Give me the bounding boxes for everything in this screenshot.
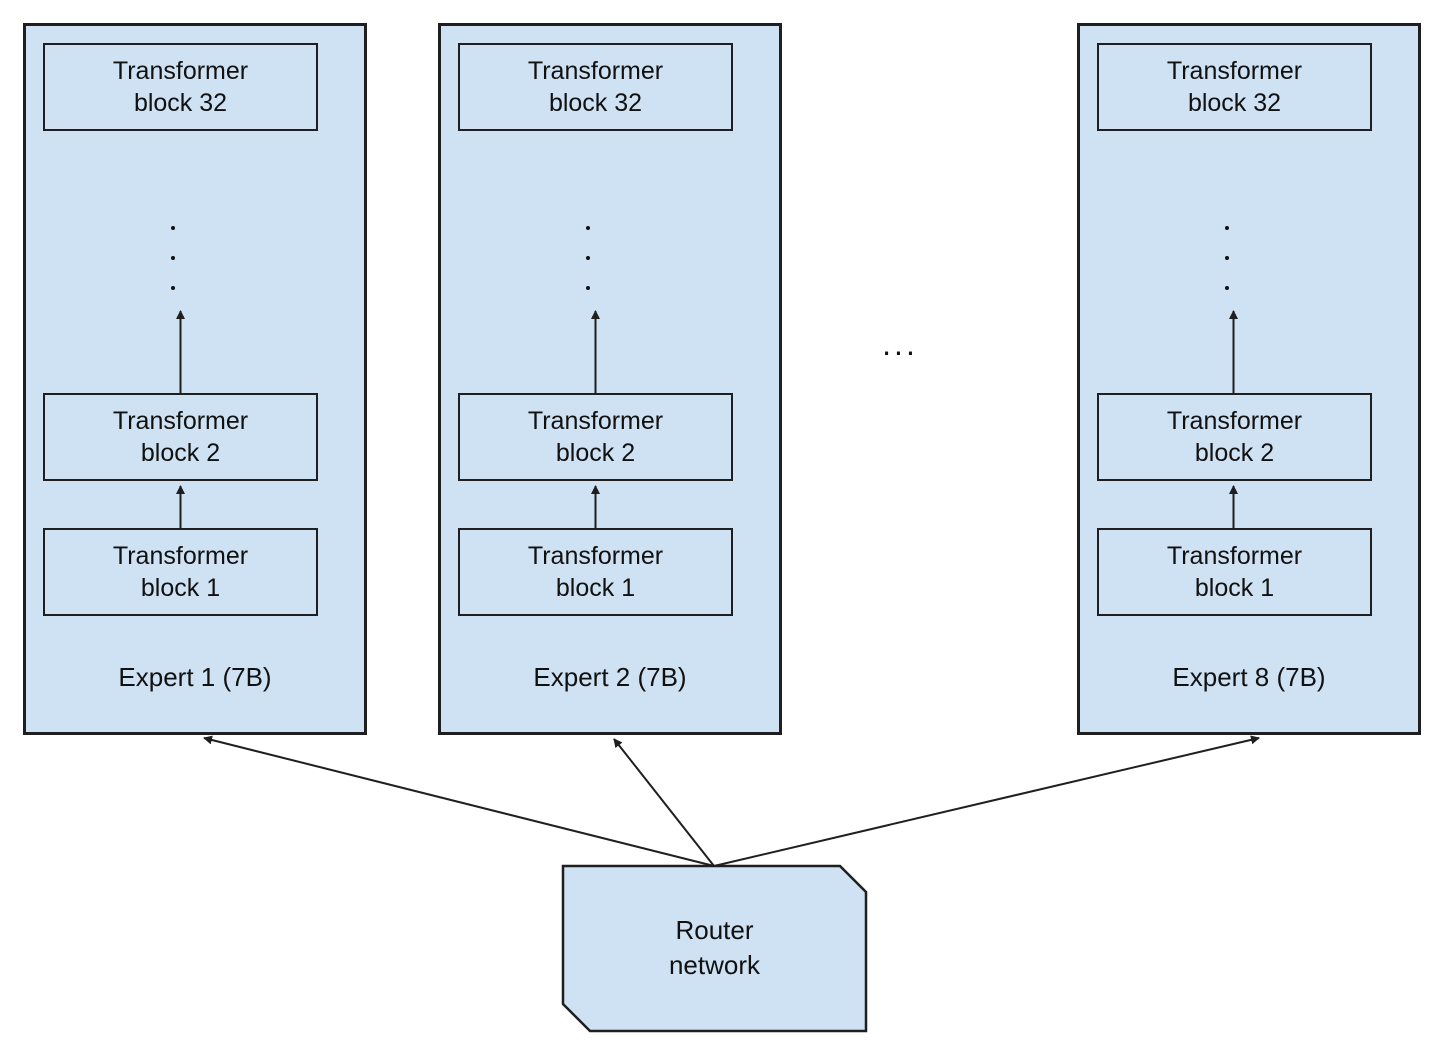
arrow-router-to-expert-1 xyxy=(203,735,715,867)
experts-ellipsis: ... xyxy=(882,326,918,362)
expert-8-label: Expert 8 (7B) xyxy=(1172,662,1326,692)
expert-8-panel: Transformer block 32 Transformer block 2… xyxy=(1077,23,1421,735)
expert-2-panel: Transformer block 32 Transformer block 2… xyxy=(438,23,782,735)
block-label-line1: Transformer xyxy=(527,407,664,435)
block-label-line1: Transformer xyxy=(1166,542,1303,570)
block-label-line2: block 32 xyxy=(548,89,643,117)
block-label-line1: Transformer xyxy=(112,57,249,85)
expert-2-transformer-block-1: Transformer block 1 xyxy=(458,528,733,616)
block-label-line2: block 32 xyxy=(1187,89,1282,117)
block-label-line1: Transformer xyxy=(1166,407,1303,435)
expert-1-label: Expert 1 (7B) xyxy=(118,662,272,692)
block-label-line1: Transformer xyxy=(1166,57,1303,85)
vertical-ellipsis-icon xyxy=(458,226,733,290)
block-label-line1: Transformer xyxy=(112,542,249,570)
block-label-line2: block 1 xyxy=(1194,574,1275,602)
expert-2-label: Expert 2 (7B) xyxy=(533,662,687,692)
expert-8-transformer-block-32: Transformer block 32 xyxy=(1097,43,1372,131)
router-network-label: Router network xyxy=(563,913,866,983)
expert-1-panel: Transformer block 32 Transformer block 2… xyxy=(23,23,367,735)
block-label-line2: block 2 xyxy=(1194,439,1275,467)
arrow-router-to-expert-8 xyxy=(713,735,1260,867)
block-label-line2: block 2 xyxy=(140,439,221,467)
block-label-line2: block 1 xyxy=(140,574,221,602)
vertical-ellipsis-icon xyxy=(1097,226,1372,290)
block-label-line1: Transformer xyxy=(527,542,664,570)
expert-1-transformer-block-32: Transformer block 32 xyxy=(43,43,318,131)
expert-8-transformer-block-2: Transformer block 2 xyxy=(1097,393,1372,481)
expert-8-transformer-block-1: Transformer block 1 xyxy=(1097,528,1372,616)
expert-1-transformer-block-2: Transformer block 2 xyxy=(43,393,318,481)
router-label-line2: network xyxy=(668,950,761,980)
expert-2-transformer-block-32: Transformer block 32 xyxy=(458,43,733,131)
block-label-line2: block 32 xyxy=(133,89,228,117)
arrow-router-to-expert-2 xyxy=(613,738,715,867)
block-label-line1: Transformer xyxy=(527,57,664,85)
block-label-line2: block 2 xyxy=(555,439,636,467)
router-label-line1: Router xyxy=(675,915,754,945)
expert-1-transformer-block-1: Transformer block 1 xyxy=(43,528,318,616)
expert-2-transformer-block-2: Transformer block 2 xyxy=(458,393,733,481)
block-label-line1: Transformer xyxy=(112,407,249,435)
block-label-line2: block 1 xyxy=(555,574,636,602)
vertical-ellipsis-icon xyxy=(43,226,318,290)
